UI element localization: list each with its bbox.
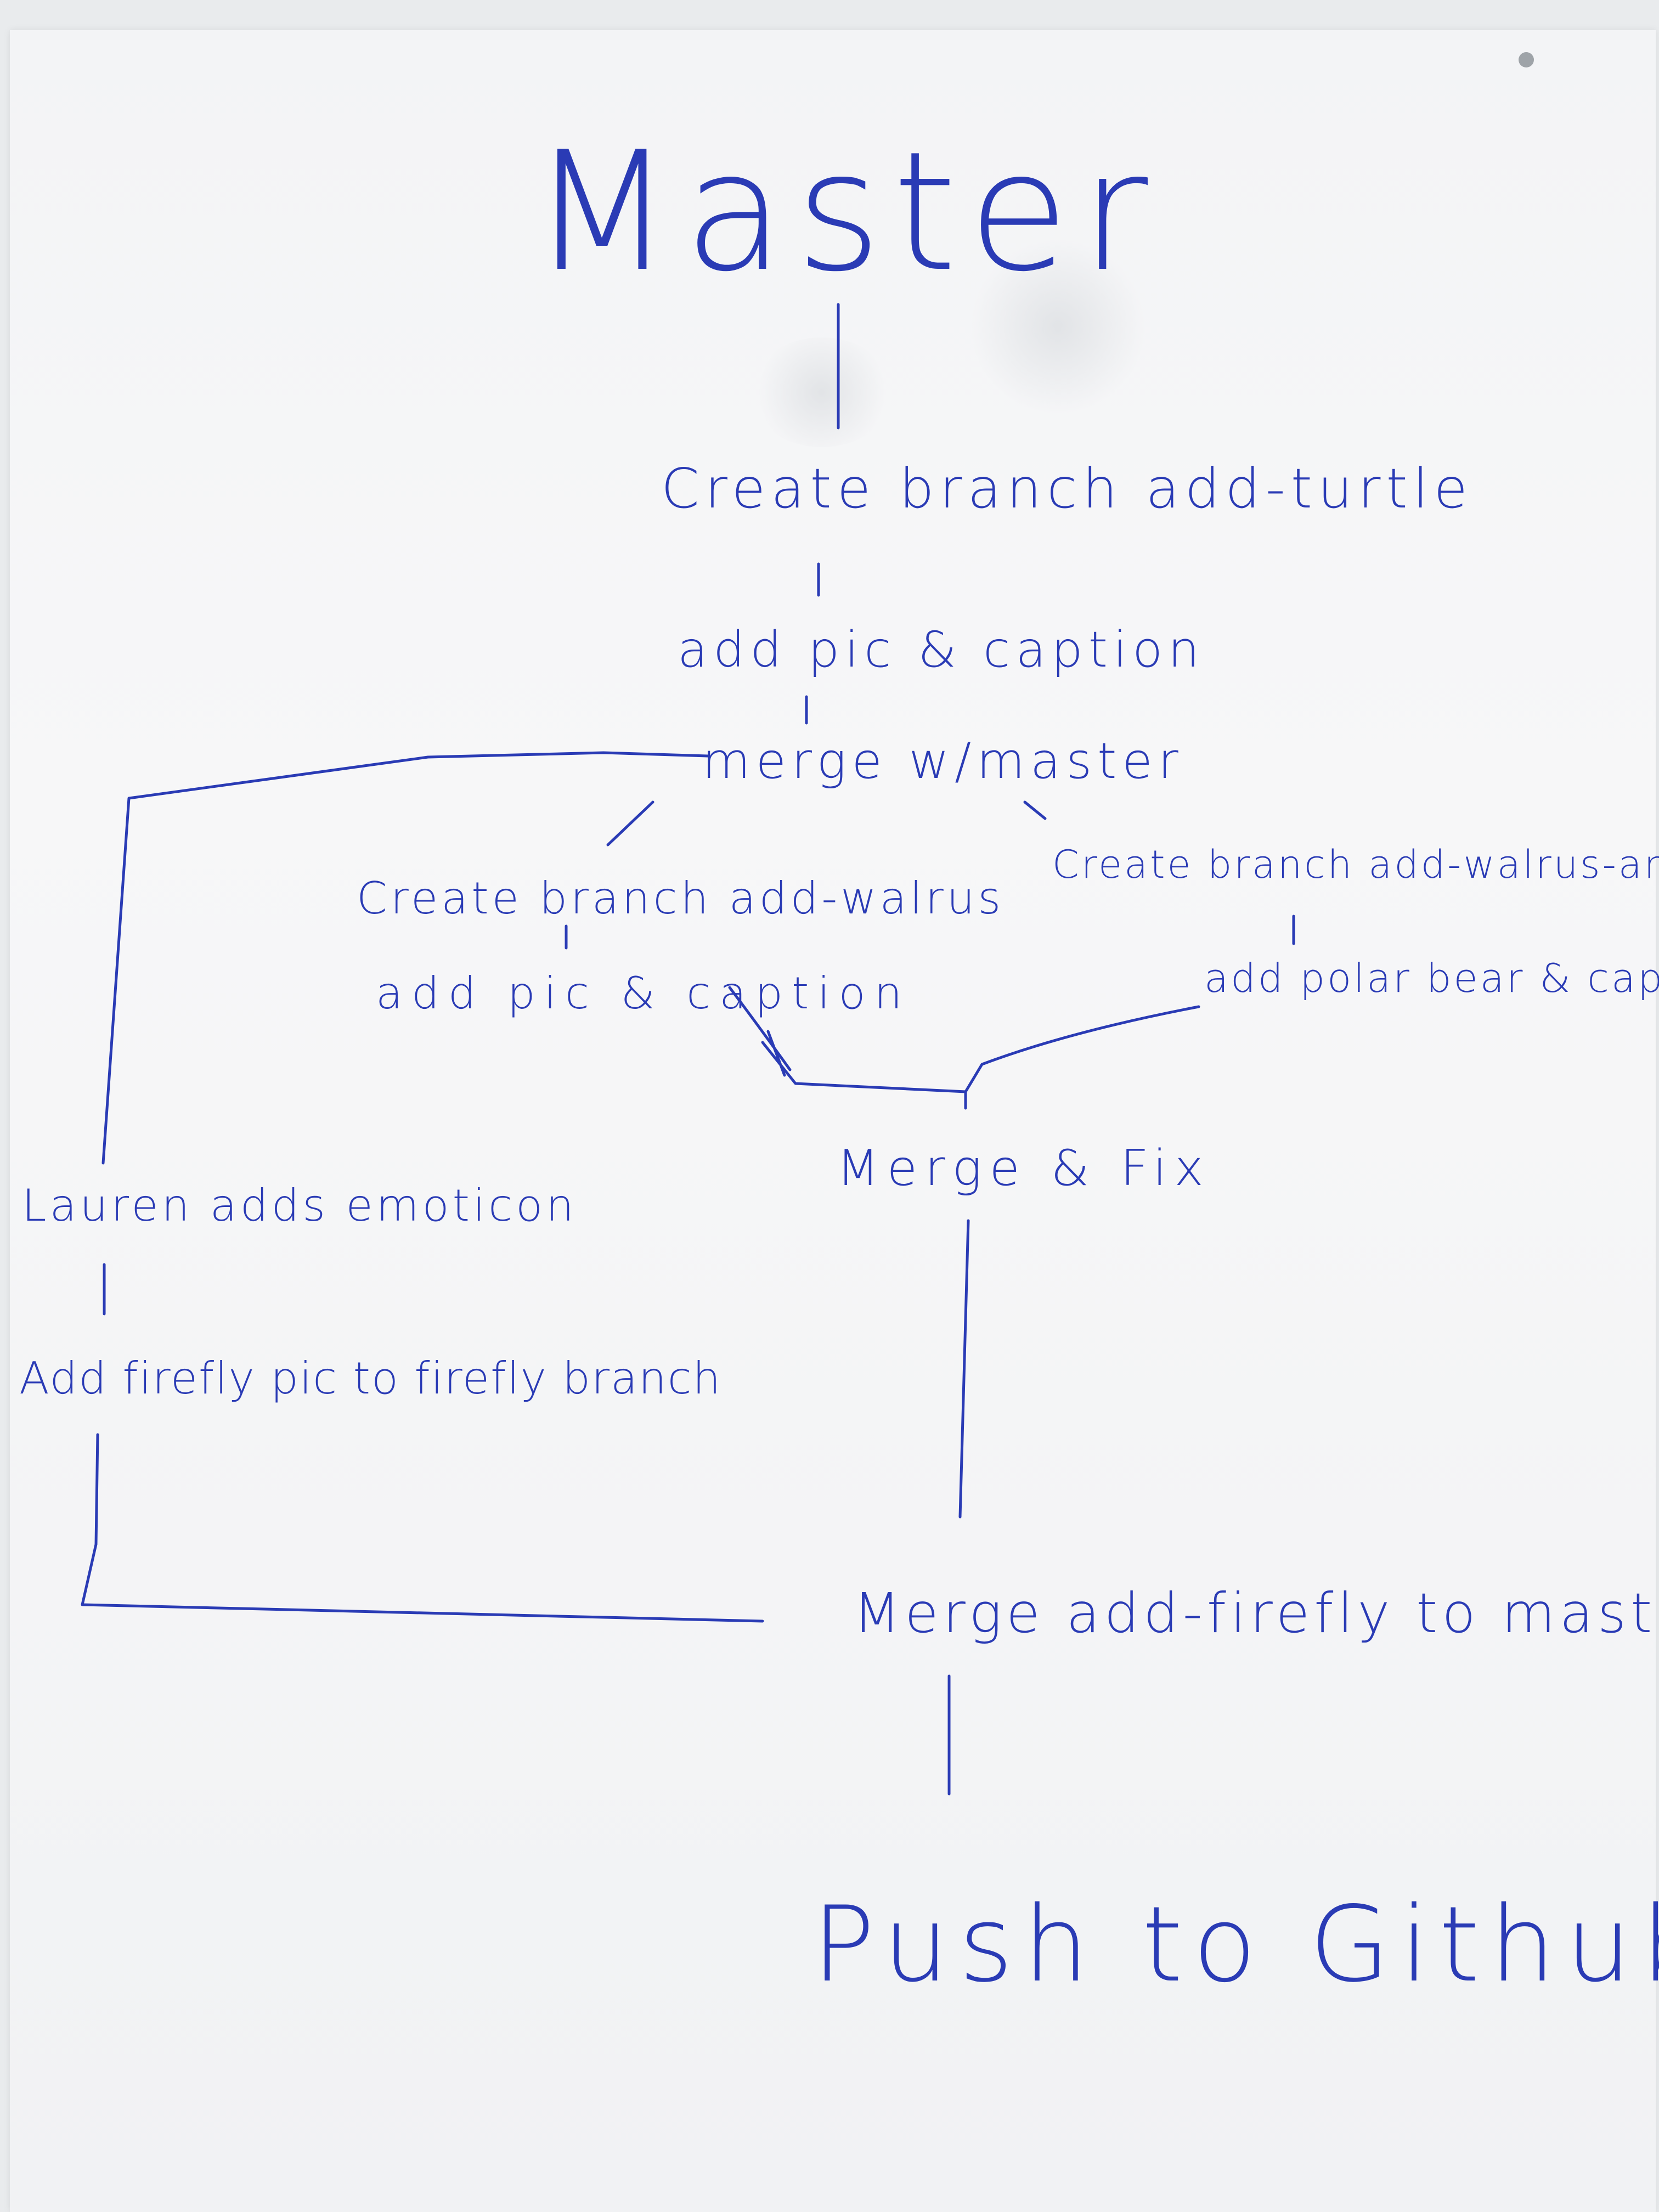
connector-merge-to-walrus xyxy=(606,800,654,847)
punch-hole xyxy=(1519,52,1534,67)
connector-merge-to-lauren xyxy=(101,751,709,1165)
connector-merge-to-walrus-polar xyxy=(1023,800,1047,820)
connector-firefly-to-merge-firefly xyxy=(81,1433,764,1623)
connector-merge-fix-to-merge-firefly xyxy=(958,1219,970,1519)
diagram-title: Master xyxy=(531,116,1159,308)
node-add-firefly: Add firefly pic to firefly branch xyxy=(19,1353,721,1404)
node-merge-master: merge w/master xyxy=(702,732,1184,790)
node-merge-fix: Merge & Fix xyxy=(837,1139,1211,1197)
node-lauren: Lauren adds emoticon xyxy=(22,1180,577,1231)
paper-stain xyxy=(751,337,893,447)
node-create-walrus: Create branch add-walrus xyxy=(357,873,1004,924)
paper-stain xyxy=(970,239,1146,414)
node-create-walrus-polar: Create branch add-walrus-and-polar xyxy=(1052,842,1659,887)
node-create-turtle: Create branch add-turtle xyxy=(661,456,1473,521)
node-add-pic-caption-walrus: add pic & caption xyxy=(376,968,911,1019)
connector-branches-to-merge-fix xyxy=(728,986,1200,1110)
node-add-polar: add polar bear & caption xyxy=(1204,955,1659,1001)
node-merge-firefly: Merge add-firefly to master xyxy=(853,1581,1659,1645)
paper-sheet xyxy=(10,30,1656,2212)
node-add-pic-caption-turtle: add pic & caption xyxy=(678,621,1205,679)
node-push: Push to Github xyxy=(812,1884,1659,2005)
